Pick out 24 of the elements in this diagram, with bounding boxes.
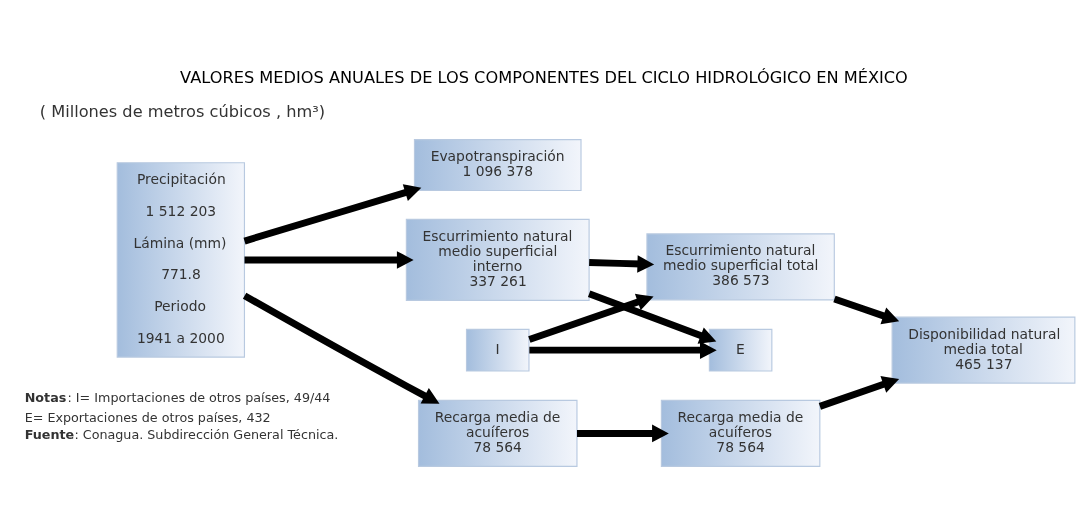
label: Fuente: Conagua. Subdirección General Técnica. bbox=[24, 426, 339, 442]
arrow bbox=[833, 295, 900, 324]
arrow bbox=[529, 340, 717, 359]
arrow bbox=[577, 424, 669, 442]
node-box: E bbox=[708, 328, 773, 372]
label: ( Millones de metros cúbicos , hm³) bbox=[39, 101, 326, 121]
node-box: Recarga media de acuíferos 78 564 bbox=[660, 399, 821, 467]
diagram-title: VALORES MEDIOS ANUALES DE LOS COMPONENTES DEL CICLO HIDROLÓGICO EN MÉXICO bbox=[180, 67, 908, 87]
arrow bbox=[587, 290, 717, 344]
arrow bbox=[818, 375, 900, 410]
node-box: Evapotranspiración 1 096 378 bbox=[413, 138, 582, 191]
arrow bbox=[243, 183, 422, 244]
node-box: Recarga media de acuíferos 78 564 bbox=[417, 399, 578, 467]
node-box: Escurrimiento natural medio superficial interno 337 261 bbox=[405, 218, 590, 301]
arrow bbox=[244, 250, 414, 269]
label: E= Exportaciones de otros países, 432 bbox=[24, 409, 271, 425]
node-box: Disponibilidad natural media total 465 137 bbox=[891, 316, 1076, 384]
arrow bbox=[528, 293, 654, 343]
node-box: I bbox=[465, 328, 530, 372]
node-box: Precipitación 1 512 203 Lámina (mm) 771.8 Periodo 1941 a 2000 bbox=[116, 161, 246, 358]
label: Notas: I= Importaciones de otros países, 49/44 bbox=[24, 389, 331, 405]
arrow bbox=[242, 292, 440, 404]
arrow bbox=[589, 254, 655, 273]
node-box: Escurrimiento natural medio superficial total 386 573 bbox=[646, 232, 835, 300]
